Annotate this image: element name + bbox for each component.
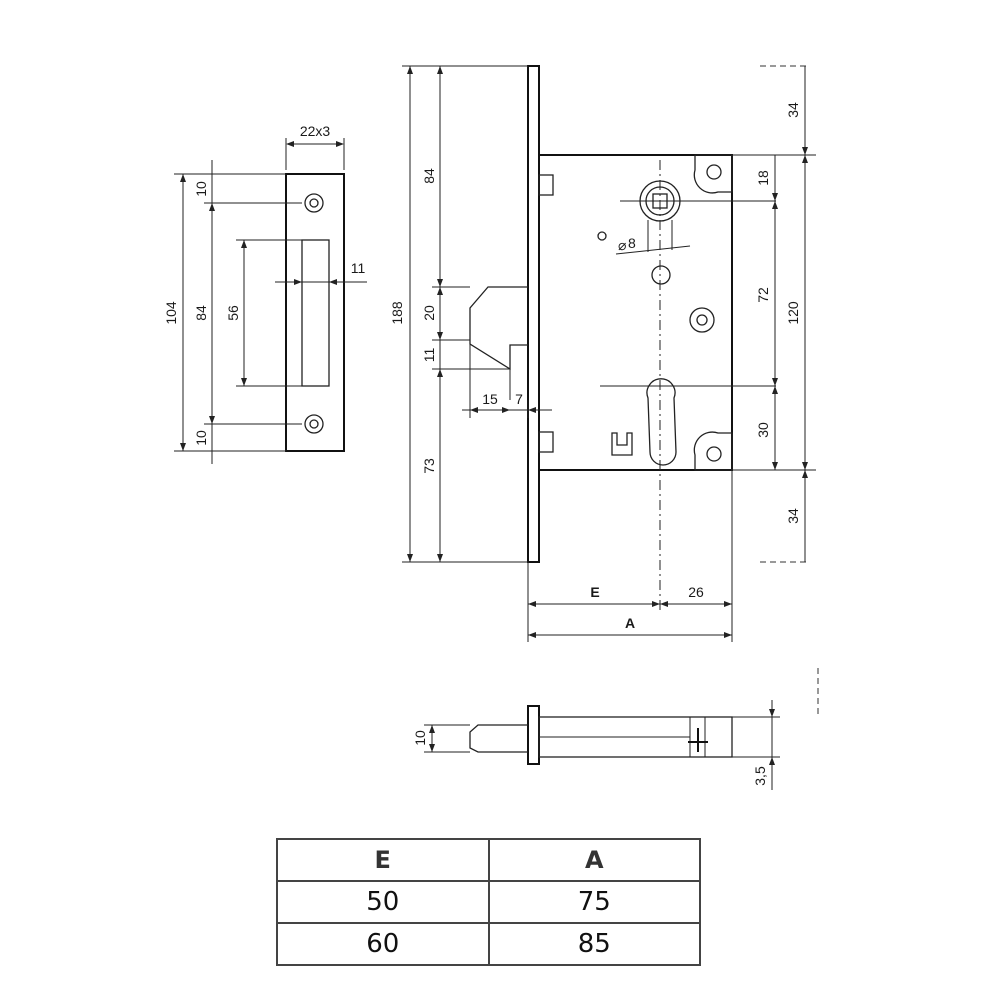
lock-latch-height-label: 20	[421, 305, 437, 321]
table-cell: 50	[276, 880, 490, 924]
center-distance-label: 72	[755, 287, 771, 303]
strike-hole-spacing-label: 84	[193, 305, 209, 321]
table-cell: 85	[487, 922, 701, 966]
bottom-offset-label: 34	[785, 508, 801, 524]
strike-slot-height-label: 56	[225, 305, 241, 321]
latch-offset-label: 7	[515, 391, 523, 407]
strike-slot-width-label: 11	[351, 260, 366, 276]
lock-lower-section-label: 73	[421, 458, 437, 474]
bottom-hole-label: 30	[755, 422, 771, 438]
table-row: 60 85	[276, 922, 701, 966]
table-cell: 75	[487, 880, 701, 924]
latch-thickness-label: 10	[412, 730, 428, 746]
strike-height-label: 104	[163, 301, 179, 325]
total-depth-label: A	[625, 615, 635, 631]
lock-latch-gap-label: 11	[421, 348, 437, 363]
top-offset-label: 34	[785, 102, 801, 118]
table-header-e: E	[276, 838, 490, 882]
spindle-size-prefix: ⌀	[618, 237, 626, 253]
strike-bottom-margin-label: 10	[193, 430, 209, 446]
body-height-label: 120	[785, 301, 801, 325]
latch-depth-label: 15	[482, 391, 498, 407]
lock-upper-section-label: 84	[421, 168, 437, 184]
table-row: 50 75	[276, 880, 701, 924]
strike-top-margin-label: 10	[193, 181, 209, 197]
size-table: E A 50 75 60 85	[276, 838, 701, 966]
strike-width-label: 22x3	[300, 123, 331, 139]
lock-total-height-label: 188	[389, 301, 405, 325]
body-thickness-label: 3,5	[752, 766, 768, 786]
table-cell: 60	[276, 922, 490, 966]
backset-label: E	[590, 584, 599, 600]
spindle-size-label: 8	[628, 235, 636, 251]
lock-body: ⌀ 8 188 84 20 11 73 15 7	[389, 65, 816, 642]
top-hole-label: 18	[755, 170, 771, 186]
rear-offset-label: 26	[688, 584, 704, 600]
strike-plate: 22x3 104 84 10 10 56 11	[163, 123, 367, 464]
side-view: 10 3,5	[412, 668, 819, 790]
table-header-a: A	[487, 838, 701, 882]
